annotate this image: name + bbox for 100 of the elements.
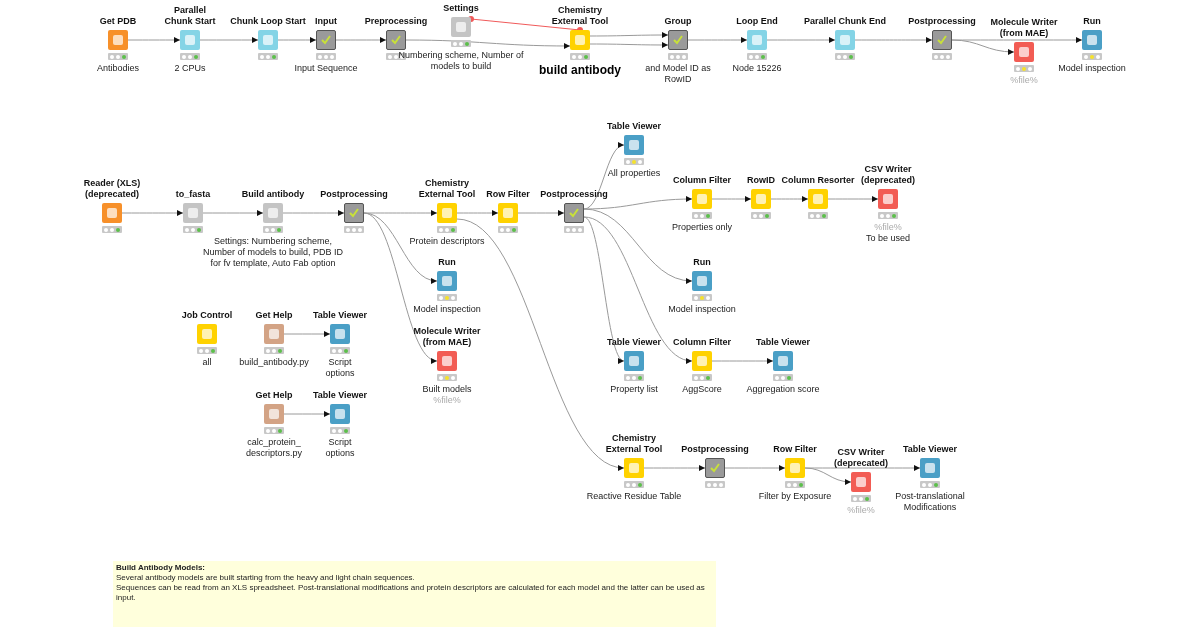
connector-arrow — [711, 196, 752, 202]
connector-arrow — [583, 216, 693, 363]
connector-arrow — [517, 210, 565, 216]
connector-arrow — [277, 37, 317, 43]
node-title: Settings — [443, 3, 479, 14]
node-description: build_antibody.py — [239, 357, 309, 368]
node-title: Build antibody — [241, 189, 305, 200]
node-description: Post-translational Modifications — [894, 491, 966, 513]
node-title: Row Filter — [486, 189, 530, 200]
note-box — [113, 561, 716, 627]
connector-arrow — [405, 39, 571, 49]
connector-arrow — [283, 331, 331, 337]
node-description: Reactive Residue Table — [586, 491, 682, 502]
node-description: AggScore — [682, 384, 722, 395]
node-title: Input — [315, 16, 337, 27]
connector-arrow — [583, 196, 693, 210]
connector-arrow — [854, 37, 933, 43]
node-description: calc_protein_ descriptors.py — [245, 437, 303, 459]
node-title: Parallel Chunk End — [804, 16, 886, 27]
node-title: Get Help — [255, 310, 293, 321]
connector-arrow — [456, 218, 625, 470]
node-title: RowID — [747, 175, 775, 186]
node-title: Column Filter — [673, 175, 731, 186]
node-title: Postprocessing — [320, 189, 388, 200]
connector-arrow — [711, 358, 774, 364]
note-text: Several antibody models are built starting from the heavy and light chain sequences. — [116, 573, 416, 583]
node-description: Settings: Numbering scheme, Number of models to build, PDB ID for fv template, Auto Fab option — [201, 236, 345, 269]
node-title: Molecule Writer (from MAE) — [989, 17, 1059, 39]
node-title: Row Filter — [773, 444, 817, 455]
node-title: Postprocessing — [540, 189, 608, 200]
node-title: Get Help — [255, 390, 293, 401]
node-title: Table Viewer — [312, 390, 368, 401]
node-description: build antibody — [539, 63, 621, 77]
node-description: %file% — [1010, 75, 1038, 86]
connector-arrow — [127, 37, 181, 43]
node-title: CSV Writer (deprecated) — [860, 164, 916, 186]
node-description: Aggregation score — [746, 384, 820, 395]
node-description: all — [202, 357, 212, 368]
node-description: Script options — [324, 437, 356, 459]
node-title: Postprocessing — [908, 16, 976, 27]
node-title: Postprocessing — [681, 444, 749, 455]
connector-arrow — [589, 32, 669, 38]
node-title: Run — [693, 257, 711, 268]
connector-arrow — [363, 212, 438, 362]
node-description: 2 CPUs — [174, 63, 206, 74]
node-description: Numbering scheme, Number of models to build — [397, 50, 525, 72]
node-description: Properties only — [672, 222, 732, 233]
node-description: Built models — [422, 384, 472, 395]
node-description: Model inspection — [668, 304, 736, 315]
node-title: Get PDB — [99, 16, 137, 27]
node-title: Table Viewer — [312, 310, 368, 321]
connector-arrow — [199, 37, 259, 43]
node-title: Chemistry External Tool — [550, 5, 610, 27]
node-description: %file% — [874, 222, 902, 233]
node-description: Antibodies — [97, 63, 139, 74]
node-title: Loop End — [736, 16, 778, 27]
connector-arrow — [121, 210, 184, 216]
node-title: Run — [1083, 16, 1101, 27]
node-title: Job Control — [181, 310, 233, 321]
node-title: Table Viewer — [755, 337, 811, 348]
node-title: CSV Writer (deprecated) — [833, 447, 889, 469]
node-title: Table Viewer — [606, 337, 662, 348]
node-title: Molecule Writer (from MAE) — [412, 326, 482, 348]
node-title: Column Filter — [673, 337, 731, 348]
connector-arrow — [202, 210, 264, 216]
node-description: Model inspection — [413, 304, 481, 315]
node-description: To be used — [865, 233, 910, 244]
node-description: %file% — [847, 505, 875, 516]
node-description: Property list — [610, 384, 658, 395]
connector-arrow — [589, 42, 669, 48]
node-description: All properties — [607, 168, 661, 179]
node-title: to_fasta — [175, 189, 211, 200]
node-description: Input Sequence — [294, 63, 358, 74]
connector-arrow — [724, 465, 786, 471]
note-heading: Build Antibody Models: — [116, 563, 207, 573]
node-title: Chunk Loop Start — [230, 16, 306, 27]
node-title: Run — [438, 257, 456, 268]
node-title: Reader (XLS) (deprecated) — [82, 178, 142, 200]
node-description: Node 15226 — [732, 63, 782, 74]
connector-arrow — [951, 39, 1015, 55]
node-description: Script options — [324, 357, 356, 379]
node-title: Group — [664, 16, 692, 27]
node-title: Column Resorter — [781, 175, 855, 186]
connector-arrow — [583, 208, 693, 284]
connector-arrow — [456, 210, 499, 216]
node-description: Filter by Exposure — [758, 491, 832, 502]
node-description: and Model ID as RowID — [644, 63, 712, 85]
node-title: Parallel Chunk Start — [163, 5, 217, 27]
node-title: Chemistry External Tool — [417, 178, 477, 200]
node-title: Table Viewer — [606, 121, 662, 132]
connector-arrow — [804, 467, 852, 485]
connector-arrow — [643, 465, 706, 471]
connector-arrow — [335, 37, 387, 43]
connector-arrow — [282, 210, 345, 216]
note-text: Sequences can be read from an XLS spreadsheet. Post-translational modifications and protein descriptors are calculated for each model and the latter can be used as input. — [116, 583, 706, 603]
node-description: %file% — [433, 395, 461, 406]
connector-arrow — [770, 196, 809, 202]
node-title: Table Viewer — [902, 444, 958, 455]
connector-arrow — [283, 411, 331, 417]
connector-arrow — [583, 216, 625, 362]
